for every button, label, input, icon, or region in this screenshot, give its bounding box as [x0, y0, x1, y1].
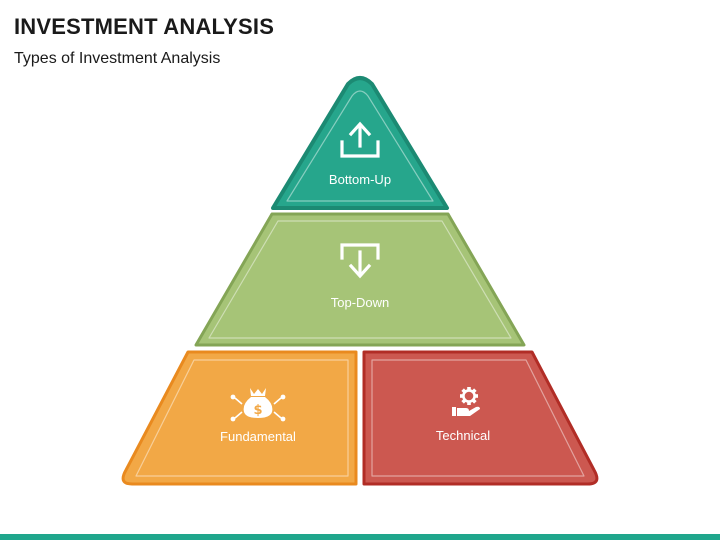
- pyramid-middle-inner-outline: [208, 220, 512, 339]
- upload-arrow-icon: [340, 121, 380, 158]
- pyramid-bottom-right-label: Technical: [436, 428, 490, 443]
- download-arrow-icon: [340, 243, 380, 279]
- pyramid-bottom-left-inner-outline: [135, 359, 349, 477]
- pyramid-top-inner-outline: [286, 90, 434, 202]
- pyramid-bottom-right-shape: [362, 350, 599, 486]
- hand-gear-icon: [452, 387, 480, 416]
- pyramid-bottom-right-inner-outline: [371, 359, 585, 477]
- pyramid-bottom-left-segment: $ Fundamental: [121, 350, 358, 486]
- pyramid-middle-label: Top-Down: [331, 295, 390, 310]
- slide-title: INVESTMENT ANALYSIS: [14, 14, 275, 39]
- pyramid-bottom-left-shape: [121, 350, 358, 486]
- pyramid-bottom-left-label: Fundamental: [220, 429, 296, 444]
- pyramid-top-segment: Bottom-Up: [271, 76, 449, 210]
- pyramid-middle-segment: Top-Down: [194, 212, 526, 347]
- bottom-accent-bar: [0, 534, 720, 540]
- svg-text:$: $: [253, 403, 262, 418]
- money-bag-icon: $: [230, 388, 286, 422]
- pyramid-middle-shape: [194, 212, 526, 347]
- slide-subtitle: Types of Investment Analysis: [14, 50, 221, 67]
- pyramid-bottom-right-segment: Technical: [362, 350, 599, 486]
- pyramid-top-label: Bottom-Up: [329, 172, 391, 187]
